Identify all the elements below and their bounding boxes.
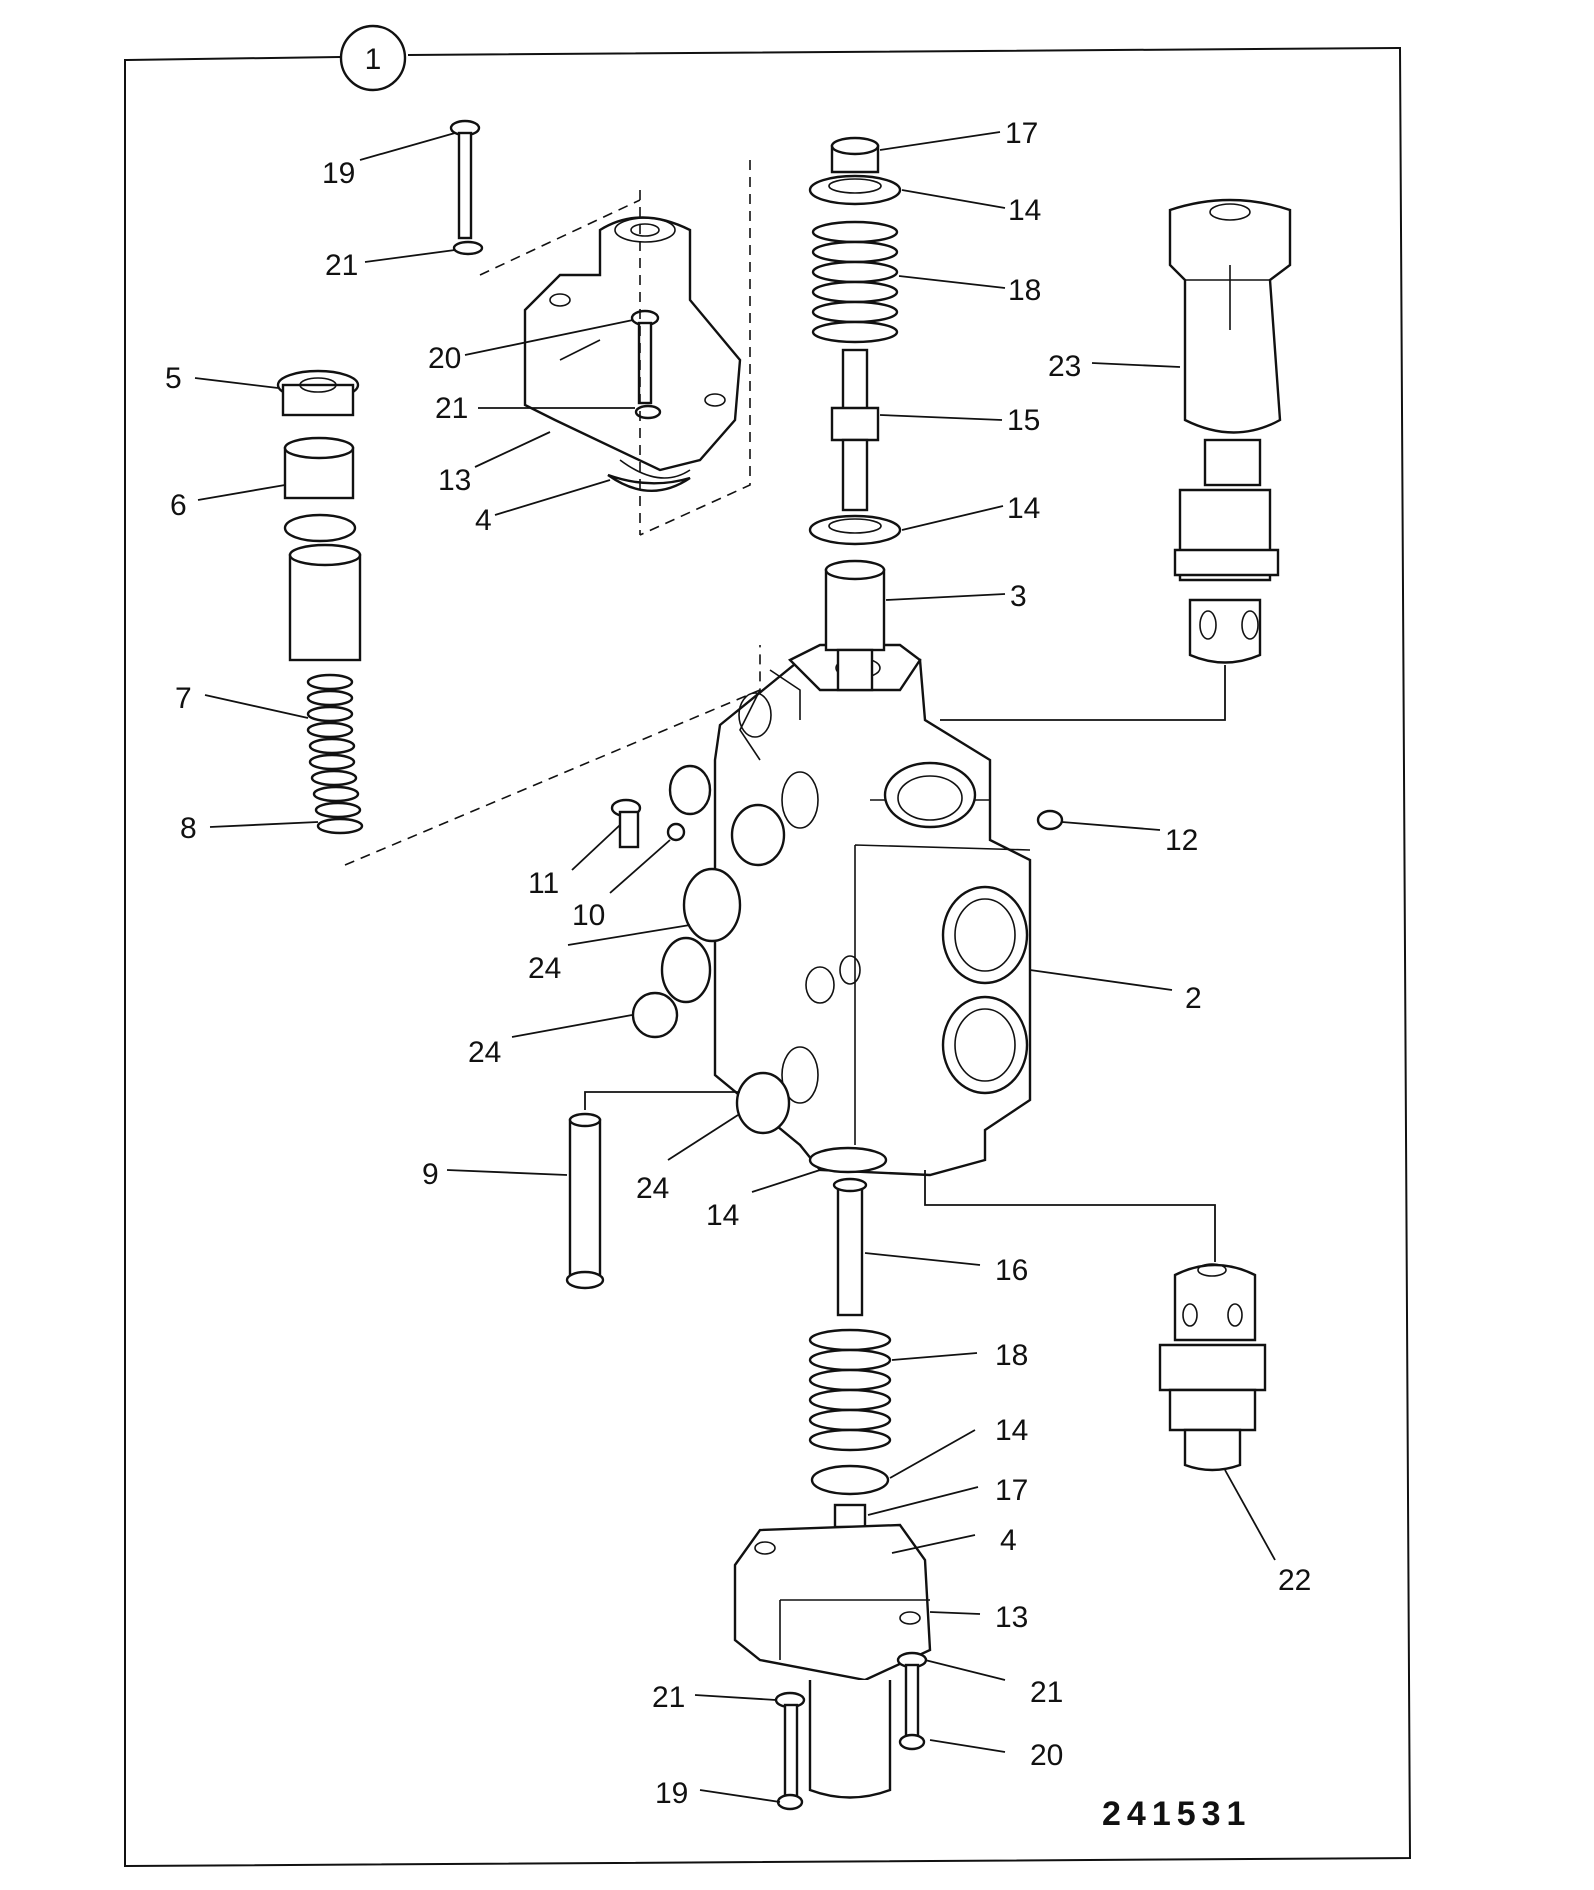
label-24-c: 24: [636, 1172, 669, 1205]
label-9: 9: [422, 1158, 439, 1191]
alignment-guide-upper: [479, 160, 751, 536]
label-24-b: 24: [468, 1036, 501, 1069]
label-6: 6: [170, 489, 187, 522]
label-4-lower: 4: [1000, 1524, 1017, 1557]
alignment-guide-right: [940, 665, 1226, 721]
label-24-a: 24: [528, 952, 561, 985]
label-4-upper: 4: [475, 504, 492, 537]
left-relief-stack: [276, 369, 364, 835]
label-20-upper: 20: [428, 342, 461, 375]
label-18-lower: 18: [995, 1339, 1028, 1372]
label-14-lower-b: 14: [995, 1414, 1028, 1447]
alignment-guide-left: [344, 645, 761, 866]
alignment-guide-9: [584, 1091, 740, 1110]
label-18-upper: 18: [1008, 274, 1041, 307]
label-20-lower: 20: [1030, 1739, 1063, 1772]
upper-spool-stack: [808, 136, 902, 692]
cartridge-22: [1158, 1263, 1267, 1472]
label-5: 5: [165, 362, 182, 395]
label-8: 8: [180, 812, 197, 845]
label-22: 22: [1278, 1564, 1311, 1597]
small-parts-left: [565, 764, 1064, 1290]
label-3: 3: [1010, 580, 1027, 613]
reference-number: 241531: [1102, 1795, 1251, 1833]
label-23: 23: [1048, 350, 1081, 383]
leader-lines: [194, 131, 1276, 1803]
group-number-circle: [339, 24, 407, 92]
label-13-upper: 13: [438, 464, 471, 497]
label-11: 11: [528, 867, 559, 900]
label-21-lower-right: 21: [1030, 1676, 1063, 1709]
lower-spool-stack: [805, 1146, 895, 1572]
label-21-upper-b: 21: [435, 392, 468, 425]
label-21-upper-a: 21: [325, 249, 358, 282]
diagram-frame: [124, 46, 1412, 1868]
label-19-lower: 19: [655, 1777, 688, 1810]
label-15: 15: [1007, 404, 1040, 437]
lower-end-cap: [733, 1523, 932, 1811]
label-19-upper: 19: [322, 157, 355, 190]
label-14-upper-b: 14: [1007, 492, 1040, 525]
alignment-guide-lower: [924, 1170, 1216, 1262]
label-2: 2: [1185, 982, 1202, 1015]
label-10: 10: [572, 899, 605, 932]
upper-end-cap: [449, 119, 742, 492]
valve-body: [713, 643, 1032, 1177]
label-21-lower-left: 21: [652, 1681, 685, 1714]
group-number: 1: [365, 43, 382, 76]
label-7: 7: [175, 682, 192, 715]
label-12: 12: [1165, 824, 1198, 857]
label-17-upper: 17: [1005, 117, 1038, 150]
label-14-upper-a: 14: [1008, 194, 1041, 227]
label-17-lower: 17: [995, 1474, 1028, 1507]
relief-valve-23: [1168, 198, 1292, 664]
label-14-lower-a: 14: [706, 1199, 739, 1232]
label-13-lower: 13: [995, 1601, 1028, 1634]
label-16: 16: [995, 1254, 1028, 1287]
